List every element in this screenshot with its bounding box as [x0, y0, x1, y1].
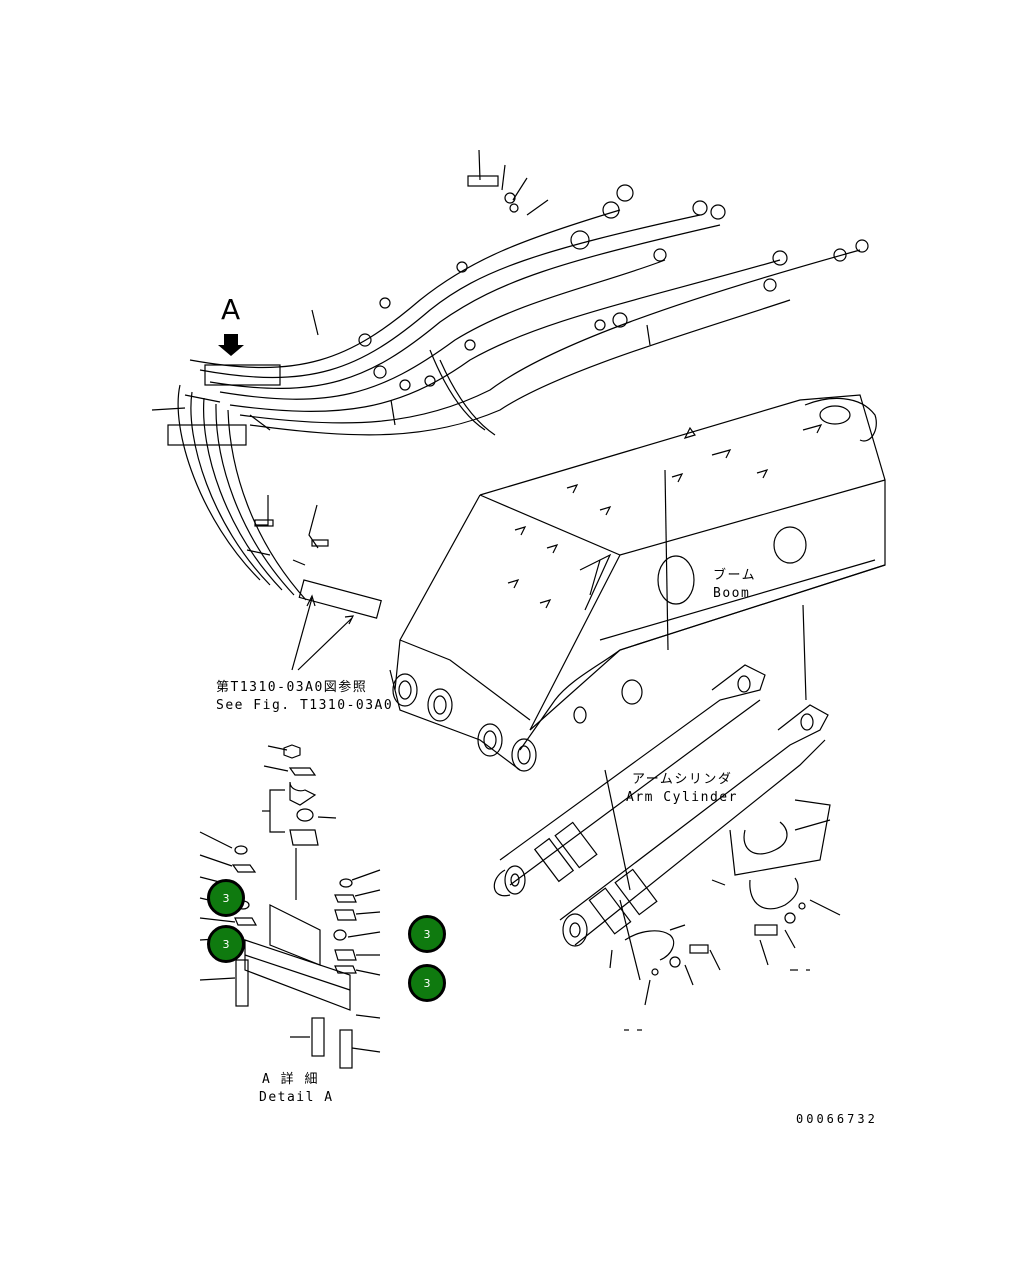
arm-cylinders [493, 664, 841, 1031]
boom-structure [389, 394, 886, 772]
view-a-arrow [218, 334, 244, 356]
part-callout-1[interactable]: 3 [207, 879, 245, 917]
detail-label-jp: A 詳 細 [262, 1072, 319, 1087]
part-callout-2[interactable]: 3 [207, 925, 245, 963]
reference-label-jp: 第T1310-03A0図参照 [216, 680, 368, 695]
piping-assembly [151, 149, 869, 671]
part-callout-3[interactable]: 3 [408, 915, 446, 953]
boom-label-en: Boom [713, 586, 751, 601]
detail-label-en: Detail A [259, 1090, 334, 1105]
view-a-label: A [221, 293, 241, 326]
part-callout-4[interactable]: 3 [408, 964, 446, 1002]
boom-label-jp: ブーム [713, 568, 757, 583]
drawing-number: 00066732 [796, 1112, 878, 1126]
arm-cylinder-label-jp: アームシリンダ [632, 772, 733, 787]
reference-label-en: See Fig. T1310-03A0 [216, 698, 394, 713]
arm-cylinder-label-en: Arm Cylinder [626, 790, 738, 805]
detail-a-assembly [199, 744, 381, 1069]
